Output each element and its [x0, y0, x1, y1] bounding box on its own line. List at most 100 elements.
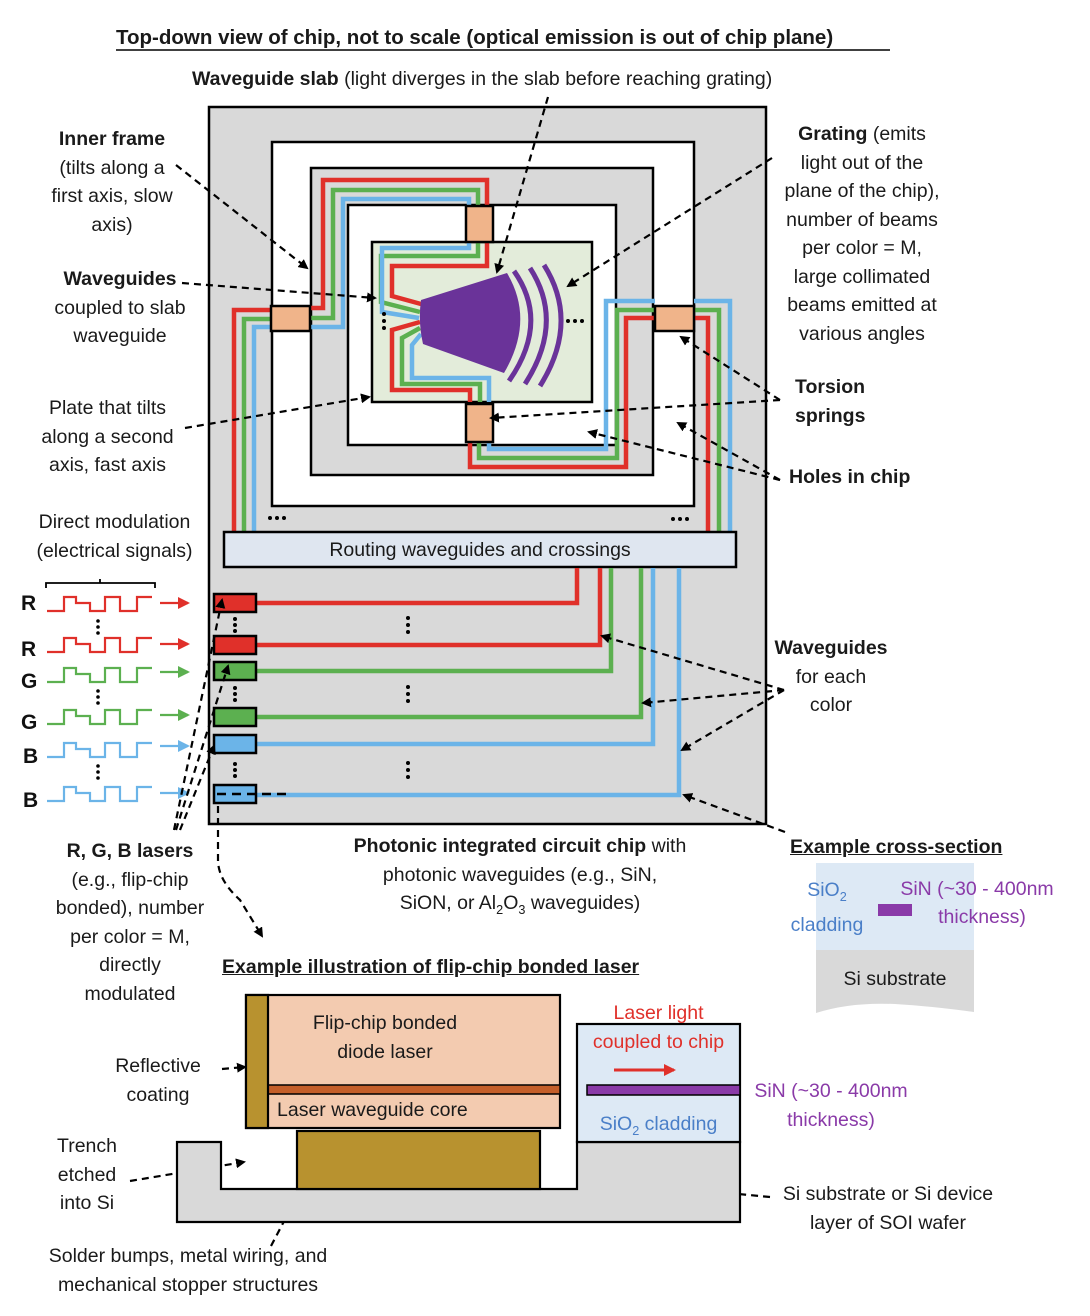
- leader-trench: [129, 1158, 246, 1183]
- routing-bar-label: Routing waveguides and crossings: [329, 539, 631, 561]
- laser-green-1: [212, 660, 258, 682]
- cs-sio2-label: SiO2 cladding: [782, 876, 872, 939]
- label-waveguide-slab-rest: (light diverges in the slab before reach…: [338, 68, 773, 90]
- label-waveguides-each-color: Waveguides for each color: [770, 634, 892, 720]
- ellipsis-dots-bottom: [233, 616, 410, 779]
- diagram-title: Top-down view of chip, not to scale (opt…: [116, 26, 834, 49]
- grating-arc: [522, 266, 549, 386]
- label-rgb-lasers-title: R, G, B lasers: [66, 840, 194, 862]
- leader-laser-2: [174, 664, 231, 831]
- signal-bracket: [45, 579, 156, 588]
- laser-row-letter: G: [21, 670, 38, 693]
- label-pic-chip-sub: 2: [496, 902, 504, 917]
- waveguides-top: [231, 177, 733, 531]
- waveguide-green-left: [241, 316, 272, 531]
- label-pic-chip-line3: waveguides): [525, 892, 641, 914]
- signal-dots: [96, 619, 100, 780]
- leader-holes-2: [676, 422, 781, 481]
- label-grating-line: large collimated: [793, 265, 931, 288]
- label-plate-line: Plate that tilts: [48, 397, 167, 419]
- waveguide-red-lower: [467, 315, 655, 470]
- signal-blue-2: [47, 785, 152, 803]
- label-pic-chip-title: Photonic integrated circuit chip: [353, 835, 647, 857]
- waveguide-blue-upper: [310, 196, 472, 330]
- fc-sio2-text: SiO: [599, 1113, 633, 1135]
- label-holes-in-chip: Holes in chip: [789, 466, 911, 488]
- waveguide-red-left: [231, 307, 272, 531]
- waveguide-green-upper: [310, 187, 481, 321]
- torsion-spring-top: [464, 204, 495, 244]
- label-flip-chip-title: Example illustration of flip-chip bonded…: [222, 956, 640, 978]
- label-inner-frame: Inner frame (tilts along a first axis, s…: [42, 125, 182, 239]
- waveguide-green-right: [694, 307, 722, 531]
- laser-row-letter: R: [21, 592, 37, 615]
- cs-sio2-text: SiO: [807, 879, 840, 901]
- leader-inner-frame: [175, 164, 309, 270]
- label-grating-line: plane of the chip),: [784, 180, 940, 202]
- fc-solder-line: mechanical stopper structures: [57, 1273, 319, 1296]
- waveguide-red-right: [694, 315, 711, 531]
- signal-red-2: [47, 636, 152, 654]
- label-grating-line: number of beams: [786, 208, 938, 231]
- fc-reflective-coating: [244, 993, 270, 1130]
- signal-green-1: [47, 666, 152, 684]
- label-rgb-lasers-line: bonded), number: [55, 897, 205, 919]
- cs-sin-line: thickness): [938, 906, 1026, 928]
- fc-reflective-line: Reflective: [115, 1055, 201, 1077]
- laser-row-letter: B: [23, 745, 39, 768]
- label-torsion-springs-line: Torsion: [795, 376, 866, 398]
- fc-laser-core-stripe: [267, 1084, 561, 1095]
- label-inner-frame-line: (tilts along a: [59, 156, 165, 179]
- leader-wg-color-1: [600, 633, 785, 692]
- laser-row-letter: G: [21, 711, 38, 734]
- waveguide-green-slab-bottom: [399, 326, 483, 402]
- label-pic-chip-sub: 3: [518, 902, 526, 917]
- label-grating-rest: (emits: [867, 123, 926, 145]
- label-direct-modulation: Direct modulation (electrical signals): [22, 508, 207, 565]
- ellipsis-dots: [268, 312, 689, 521]
- label-grating: Grating (emits light out of the plane of…: [772, 120, 952, 348]
- cs-sin-line: SiN (~30 - 400nm: [900, 878, 1054, 900]
- fc-si-substrate-line: layer of SOI wafer: [809, 1211, 967, 1234]
- waveguide-red-slab-bottom: [389, 319, 473, 402]
- label-rgb-lasers-line: (e.g., flip-chip: [71, 868, 189, 891]
- laser-row-letter: R: [21, 638, 37, 661]
- label-rgb-lasers-line: directly: [99, 954, 161, 976]
- fc-si-substrate-line: Si substrate or Si device: [782, 1183, 994, 1205]
- fc-reflective-label: Reflective coating: [108, 1052, 208, 1109]
- label-waveguides-coupled: Waveguides coupled to slab waveguide: [40, 265, 200, 351]
- fc-trench-line: into Si: [59, 1192, 115, 1214]
- fc-solder-block: [295, 1129, 542, 1191]
- grating-arcs: [506, 263, 564, 388]
- signal-red-1: [47, 595, 152, 613]
- fc-laser-light-line: coupled to chip: [592, 1030, 725, 1053]
- waveguide-red-slab-top: [389, 242, 490, 307]
- waveguide-blue-slab-top: [379, 242, 472, 321]
- fc-trench-label: Trench etched into Si: [48, 1132, 126, 1218]
- label-plate: Plate that tilts along a second axis, fa…: [30, 394, 185, 480]
- label-inner-frame-title: Inner frame: [58, 128, 166, 150]
- fc-laser-light-label: Laser light coupled to chip: [577, 999, 740, 1056]
- fc-si-substrate-label: Si substrate or Si device layer of SOI w…: [770, 1180, 1006, 1237]
- signal-blue-1: [47, 741, 152, 759]
- fc-sio2-sub: 2: [632, 1123, 640, 1138]
- waveguide-red-2: [256, 568, 603, 648]
- label-waveguides-coupled-line: coupled to slab: [54, 296, 186, 319]
- torsion-spring-right: [653, 304, 696, 333]
- fc-solder-label: Solder bumps, metal wiring, and mechanic…: [28, 1242, 348, 1299]
- label-pic-chip-line3: SiON, or Al: [399, 892, 497, 914]
- waveguides-bottom: [256, 568, 682, 798]
- waveguide-green-2: [256, 568, 644, 720]
- label-waveguides-each-color-line: color: [809, 694, 853, 716]
- leader-lines: [129, 96, 786, 1247]
- fc-laser-label: Flip-chip bonded diode laser: [280, 1009, 490, 1066]
- fc-trench-line: etched: [57, 1163, 117, 1186]
- waveguide-blue-lower: [486, 298, 655, 452]
- waveguide-green-lower: [476, 307, 655, 461]
- fc-sin-core: [586, 1084, 741, 1096]
- waveguide-blue-2: [256, 568, 682, 798]
- leader-holes-1: [587, 429, 781, 482]
- grating-arc: [506, 269, 534, 383]
- fc-sin-line: thickness): [787, 1108, 875, 1131]
- label-grating-line: various angles: [799, 322, 925, 345]
